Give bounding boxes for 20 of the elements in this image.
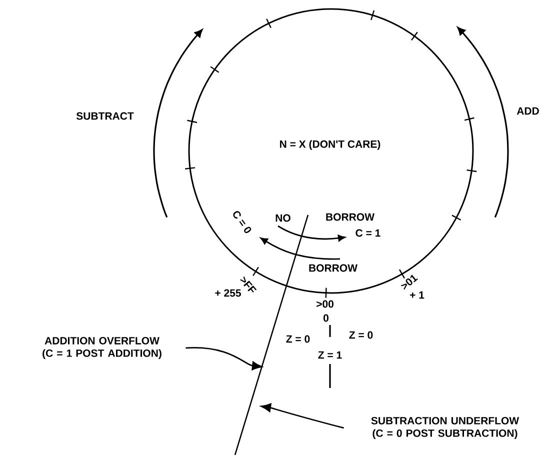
operation-label: ADD: [516, 107, 539, 115]
flag-label: Z = 0: [286, 335, 310, 343]
flag-label: Z = 1: [318, 351, 342, 359]
leader-arrow: [260, 403, 344, 429]
callout-text: SUBTRACTION UNDERFLOW (C = 0 POST SUBTRACTION): [371, 416, 520, 439]
flag-label: C = 0: [233, 211, 252, 234]
value-label: >FF: [240, 276, 257, 292]
flag-label: Z = 0: [349, 331, 373, 339]
borrow-label: BORROW: [326, 213, 374, 221]
value-label: + 1: [410, 291, 424, 299]
center-label: N = X (DON'T CARE): [280, 140, 380, 150]
borrow-label: BORROW: [309, 264, 358, 272]
leader-arrow: [186, 347, 262, 370]
flag-label: C = 1: [356, 229, 380, 237]
value-label: 0: [324, 314, 328, 322]
callout-text: ADDITION OVERFLOW (C = 1 POST ADDITION): [42, 337, 162, 359]
borrow-label: NO: [276, 214, 290, 222]
value-label: >01: [400, 274, 418, 290]
value-label: + 255: [215, 289, 241, 297]
operation-label: SUBTRACT: [76, 112, 134, 120]
